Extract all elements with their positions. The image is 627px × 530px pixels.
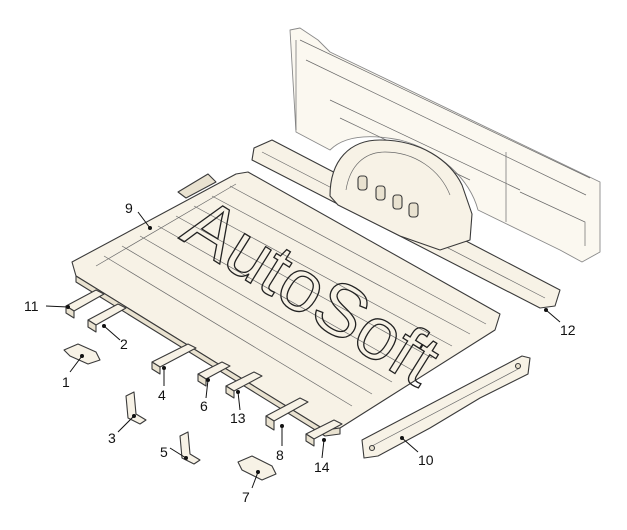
callout-10: 10 [418,452,434,468]
part-8-crossmember [265,397,309,431]
part-10-side-sill [361,355,531,459]
callout-4: 4 [158,387,166,403]
part-4-crossmember [151,343,197,375]
part-6-crossmember [197,361,231,387]
callout-5: 5 [160,444,168,460]
part-2-crossmember [87,303,127,333]
part-13-crossmember [225,371,263,399]
callout-11: 11 [24,298,39,314]
part-5-bracket [179,431,201,465]
callout-12: 12 [560,322,576,338]
callout-7: 7 [242,489,250,505]
callout-leaders [45,211,561,489]
part-3-bracket [125,391,147,425]
part-11-crossmember [65,289,105,319]
callout-2: 2 [120,336,128,352]
part-14-crossmember [305,419,343,447]
callout-labels: 11 2 1 4 6 13 3 8 14 5 7 9 10 12 [24,200,576,505]
part-9-bed-floor [71,171,501,437]
callout-9: 9 [125,200,133,216]
callout-13: 13 [230,410,246,426]
part-12-wheelhouse-rail [251,139,561,309]
callout-14: 14 [314,459,330,475]
callout-1: 1 [62,374,70,390]
callout-6: 6 [200,398,208,414]
callout-3: 3 [108,430,116,446]
part-7-bracket [237,455,277,481]
callout-8: 8 [276,447,284,463]
